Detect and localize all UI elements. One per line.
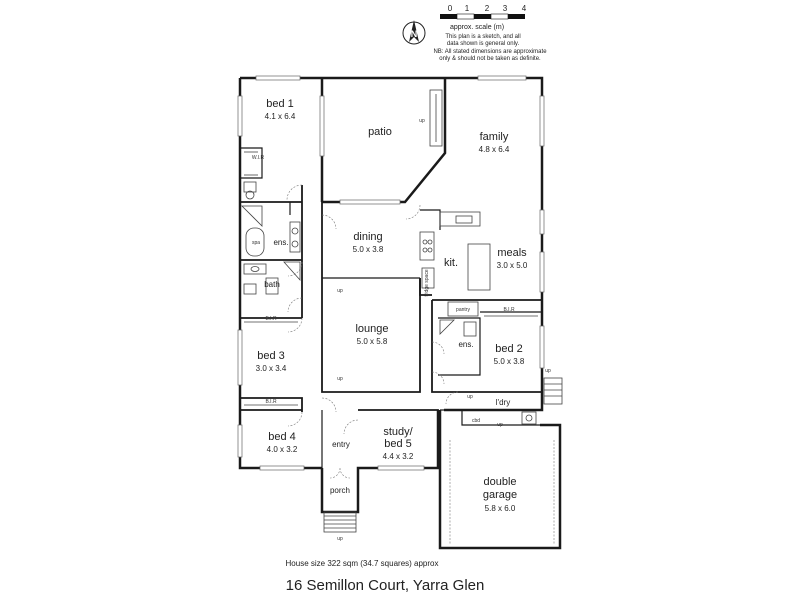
bed4-dims: 4.0 x 3.2 [267,445,298,454]
laundry-name: l'dry [496,398,510,407]
up-label-laundry: up [467,394,473,400]
pantry-label: pantry [456,307,470,313]
garage-name-line2: garage [483,489,517,501]
plan-note-2: data shown is general only. [447,41,520,47]
up-label-lounge-bottom: up [337,376,343,382]
spa-label: spa [252,240,260,246]
up-label-lounge-top: up [337,288,343,294]
compass-letter: N [411,29,418,39]
scale-tick-0: 0 [448,4,453,13]
footer: House size 322 sqm (34.7 squares) approx… [286,559,485,594]
dining-dims: 5.0 x 3.8 [353,245,384,254]
north-compass-icon: N [402,20,426,45]
bir-bed4-label: B.I.R [265,399,277,405]
doors [286,184,555,545]
fridge-space-label: fridge space [424,269,430,296]
patio-name: patio [368,126,392,138]
scale-tick-1: 1 [465,4,470,13]
family-name: family [480,131,509,143]
kitchen-name: kit. [444,257,458,269]
garage-name-line1: double [483,476,516,488]
meals-dims: 3.0 x 5.0 [497,261,528,270]
bed1-dims: 4.1 x 6.4 [265,112,296,121]
dining-name: dining [353,231,382,243]
bed2-name: bed 2 [495,343,523,355]
meals-name: meals [497,247,527,259]
family-dims: 4.8 x 6.4 [479,145,510,154]
scale-label: approx. scale (m) [450,24,504,31]
up-label-porch: up [337,536,343,542]
plan-note-1: This plan is a sketch, and all [445,34,520,40]
room-labels: bed 1 4.1 x 6.4 patio family 4.8 x 6.4 d… [256,98,528,513]
study-dims: 4.4 x 3.2 [383,452,414,461]
up-label-side-steps: up [545,368,551,374]
wir-label: W.I.R [252,155,265,161]
garage-dims: 5.8 x 6.0 [485,504,516,513]
plan-note-3: NB: All stated dimensions are approximat… [433,49,547,55]
bed4-name: bed 4 [268,431,296,443]
up-label-patio: up [419,118,425,124]
bed3-name: bed 3 [257,350,285,362]
entry-name: entry [332,440,350,449]
ensuite2-name: ens. [458,340,473,349]
house-size-text: House size 322 sqm (34.7 squares) approx [286,559,439,568]
lounge-name: lounge [355,323,388,335]
bir-bed3-label: B.I.R [265,316,277,322]
cbd-label: cbd [472,418,480,424]
porch-name: porch [330,486,350,495]
bed1-name: bed 1 [266,98,294,110]
scale-tick-3: 3 [503,4,508,13]
property-address: 16 Semillon Court, Yarra Glen [286,577,485,594]
bath-name: bath [264,280,280,289]
lounge-dims: 5.0 x 5.8 [357,337,388,346]
scale-bar: 0 1 2 3 4 approx. scale (m) This plan is… [433,4,547,62]
plan-note-4: only & should not be taken as definite. [439,56,541,62]
windows [237,75,545,471]
scale-tick-4: 4 [522,4,527,13]
scale-tick-2: 2 [485,4,490,13]
bed3-dims: 3.0 x 3.4 [256,364,287,373]
fixture-labels: W.I.R spa B.I.R B.I.R B.I.R pantry cbd f… [252,118,551,542]
interior-walls [240,147,542,468]
study-name-line2: bed 5 [384,438,412,450]
ensuite1-name: ens. [273,238,288,247]
bir-bed2-label: B.I.R [503,307,515,313]
study-name-line1: study/ [383,426,413,438]
bed2-dims: 5.0 x 3.8 [494,357,525,366]
fixtures [241,89,563,533]
up-label-garage: up [497,422,503,428]
